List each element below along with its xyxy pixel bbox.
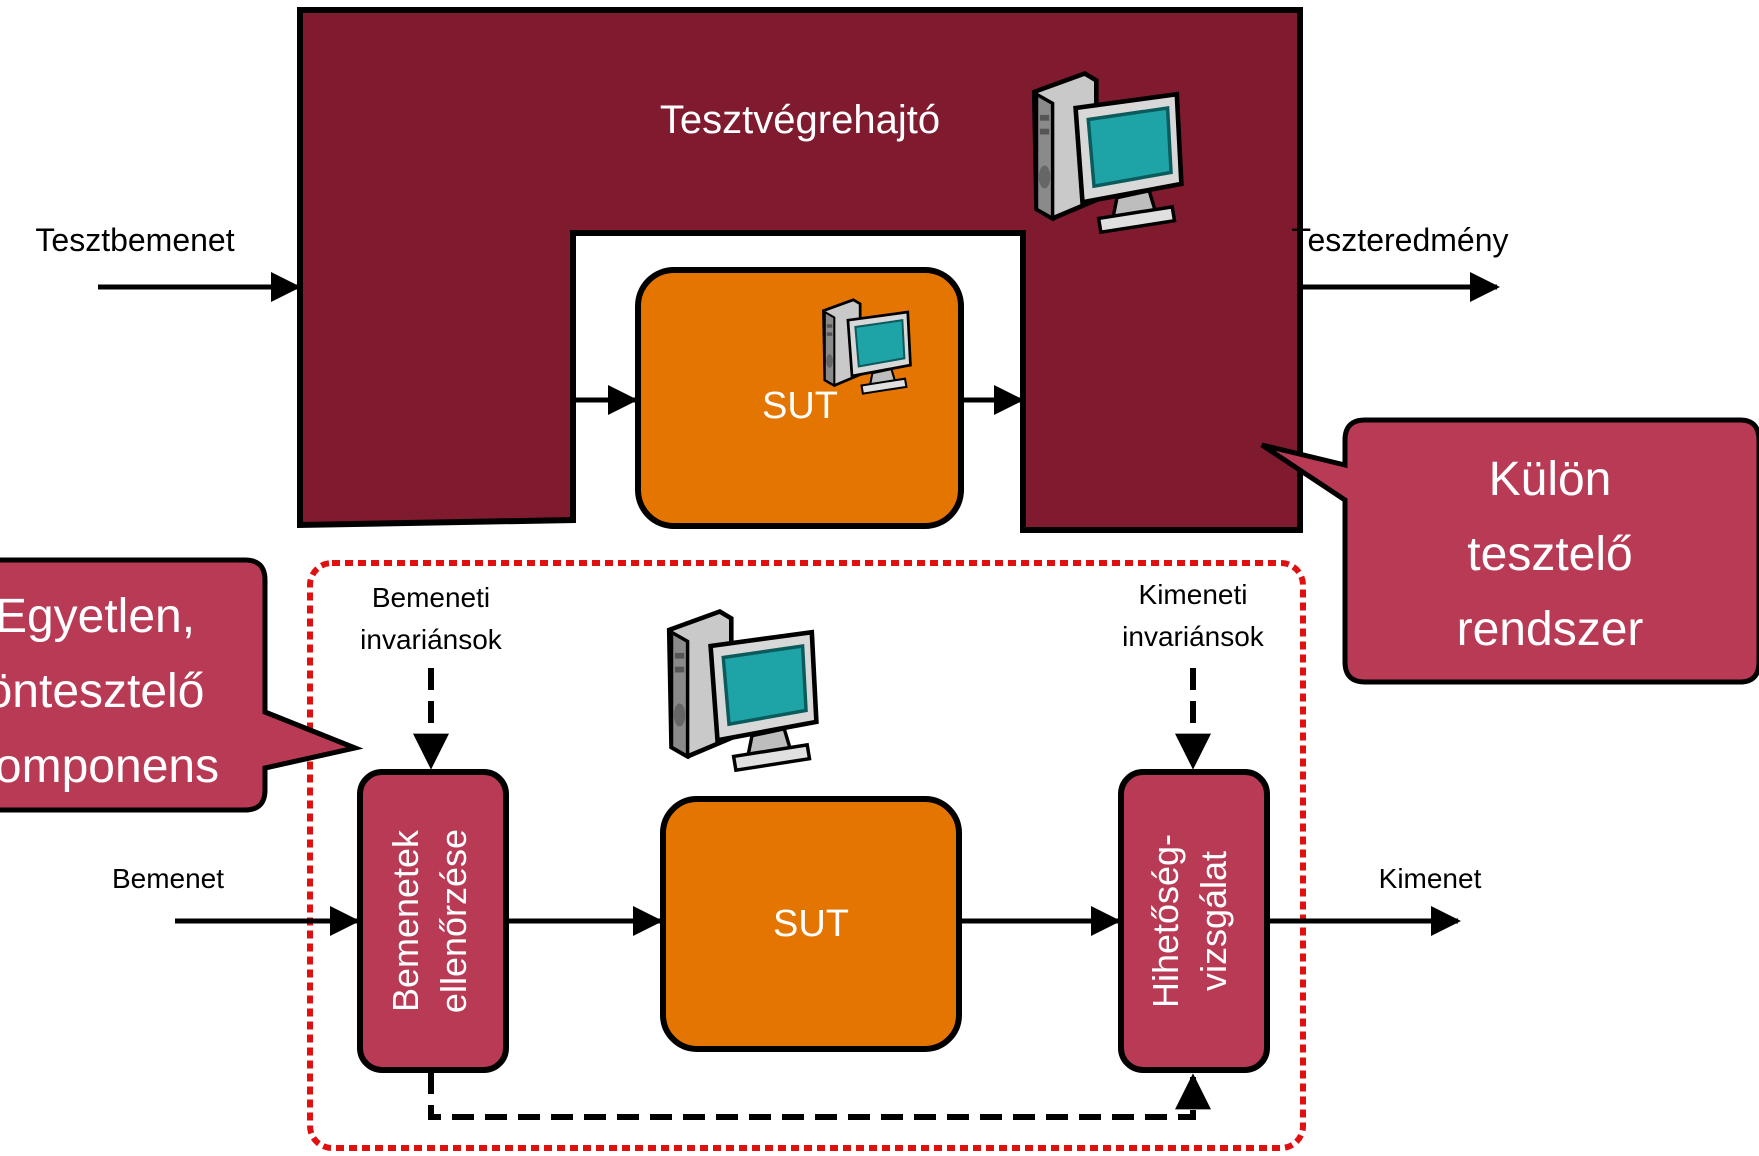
plausibility-check-line-2: vizsgálat [1193,851,1234,991]
output-invariants-line-2: invariánsok [1122,621,1265,652]
separate-system-line-3: rendszer [1457,603,1644,656]
output-label: Kimenet [1379,863,1482,894]
separate-system-callout [1260,417,1759,685]
input-check-line-2: ellenőrzése [433,829,474,1013]
test-executor-label: Tesztvégrehajtó [660,98,940,142]
self-testing-boundary [307,560,1306,1151]
input-label: Bemenet [112,863,224,894]
input-invariants-line-1: Bemeneti [372,582,490,613]
bottom-sut-block [660,796,962,1052]
input-invariants-line-2: invariánsok [360,624,503,655]
feedback-dashed-arrow [428,1072,1211,1120]
bottom-sut-label: SUT [773,903,849,945]
single-component-line-3: komponens [0,740,219,793]
separate-system-line-1: Külön [1489,453,1612,506]
input-check-line-1: Bemenetek [385,829,426,1012]
separate-system-line-2: tesztelő [1467,528,1632,581]
output-invariants-line-1: Kimeneti [1139,579,1248,610]
test-input-label: Tesztbemenet [35,222,234,258]
single-component-line-1: Egyetlen, [0,590,195,643]
single-component-callout [0,557,364,813]
single-component-line-2: öntesztelő [0,665,204,718]
self-testing-computer-icon [669,612,816,771]
top-sut-label: SUT [762,385,838,427]
plausibility-check-line-1: Hihetőség- [1145,834,1186,1008]
test-result-label: Teszteredmény [1292,222,1509,258]
